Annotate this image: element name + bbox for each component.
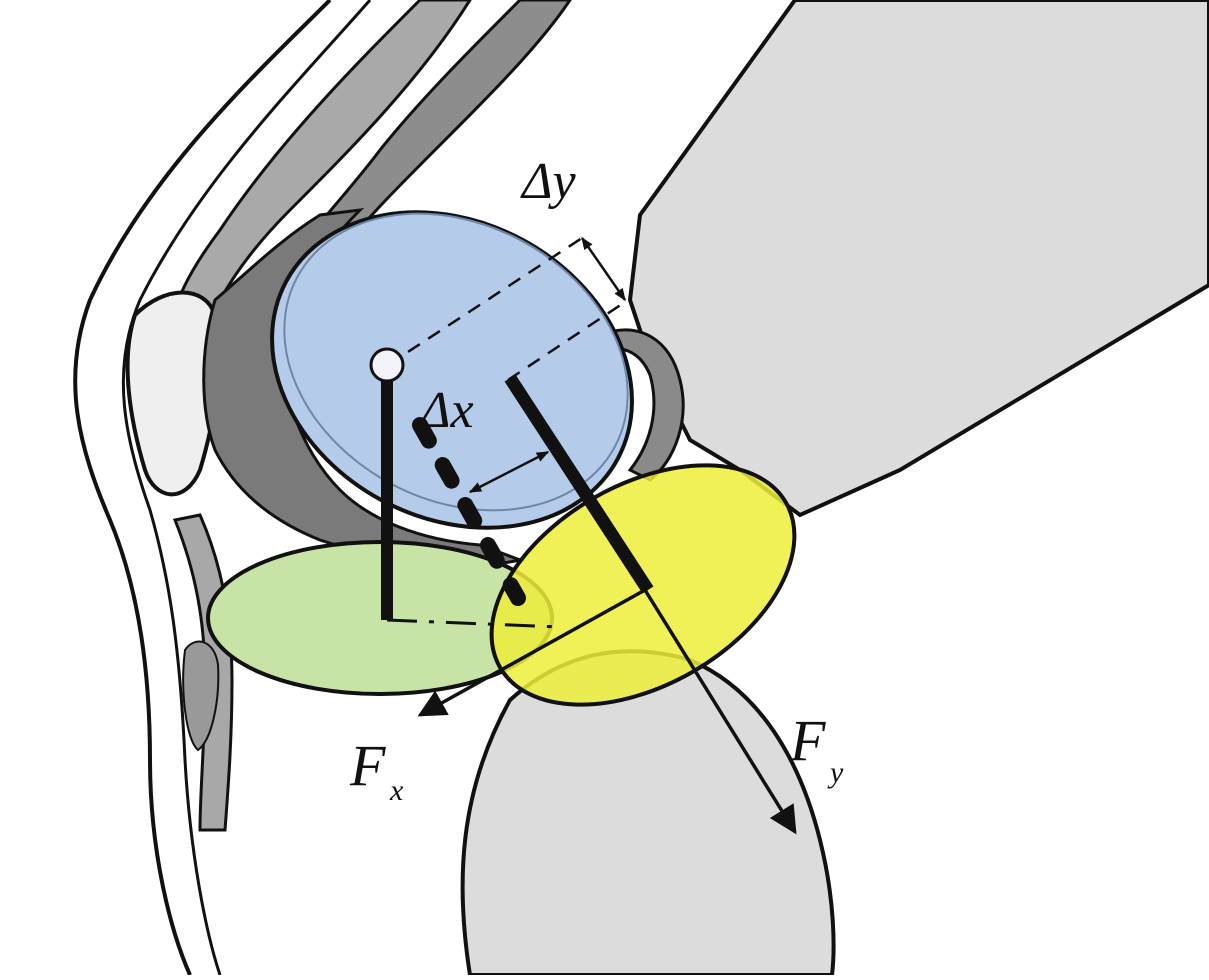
thick-force-line (504, 374, 654, 594)
thick-dashed-link (412, 417, 526, 606)
skin-outline-outer (73, 0, 332, 976)
pivot-point (369, 347, 405, 383)
delta-x-label: Δx (418, 382, 474, 439)
tibia-bone (460, 649, 836, 977)
dy-dimension-arrow (580, 236, 627, 302)
force-x-subscript: x (389, 774, 404, 807)
dy-dashed-line-upper (387, 236, 583, 367)
fy-arrow (643, 589, 797, 835)
dx-dimension-arrow (468, 450, 550, 494)
force-x-label: F (349, 733, 386, 798)
force-y-label: F (789, 708, 826, 773)
fx-arrow (417, 588, 646, 717)
delta-y-label: Δy (520, 153, 577, 210)
femur-bone (627, 0, 1209, 518)
tendon-nodule (182, 640, 220, 752)
patella (125, 290, 221, 497)
horizontal-dashdot-line (386, 618, 561, 629)
force-y-subscript: y (827, 756, 844, 789)
skin-outline-inner (121, 0, 372, 976)
